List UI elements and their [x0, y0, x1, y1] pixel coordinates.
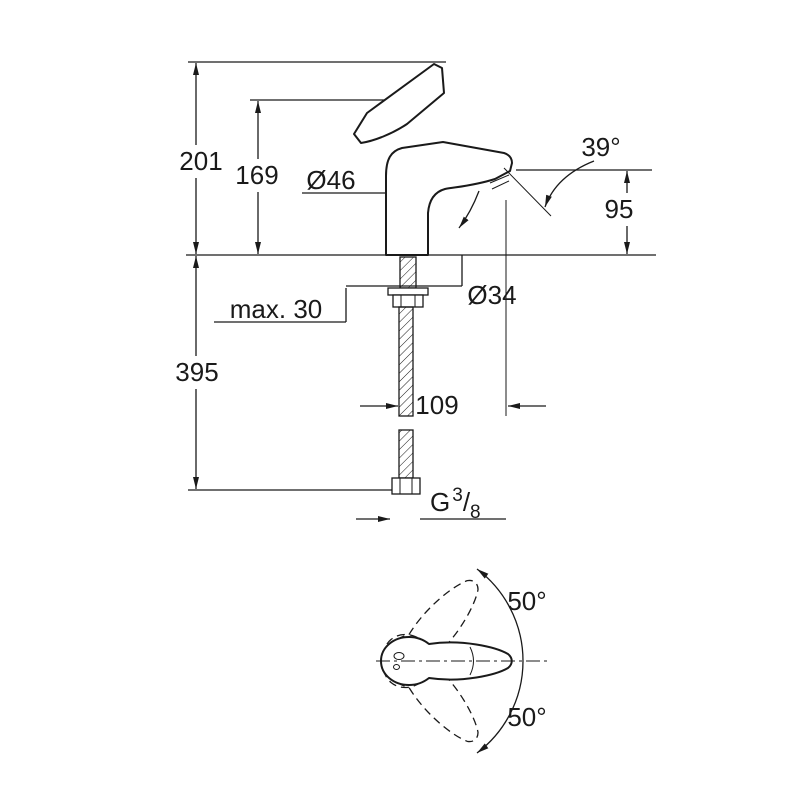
- thread-denominator: 8: [470, 502, 481, 523]
- spout-tilt-arrow: [458, 190, 480, 229]
- dim-label-total-height: 201: [179, 146, 222, 176]
- lever-grip-line: [469, 646, 474, 676]
- dim-label-swivel-down: 50°: [507, 702, 546, 732]
- swivel-arc: [476, 568, 524, 754]
- side-view: 201 169 Ø46 39° 95 max. 30 Ø34 395 109 G…: [172, 61, 656, 523]
- label-mask-395: [172, 356, 222, 389]
- lever-cap-detail-2: [393, 664, 400, 670]
- thread-slash: /: [463, 487, 471, 517]
- dim-label-swivel-up: 50°: [507, 586, 546, 616]
- dim-label-lever-height: 169: [235, 160, 278, 190]
- aerator-line-1: [489, 174, 510, 184]
- dim-label-hose-length: 395: [175, 357, 218, 387]
- washer: [387, 287, 429, 296]
- flex-hose-upper: [398, 306, 414, 417]
- dim-label-spout-height: 95: [605, 194, 634, 224]
- angle-reference-line: [503, 167, 552, 217]
- lever-position-up: [382, 579, 479, 689]
- label-mask-95: [595, 193, 643, 226]
- lever-outline-dashed-up: [382, 579, 479, 689]
- angle-leader-arrow: [544, 160, 595, 208]
- dim-label-hole-diameter: Ø34: [467, 280, 516, 310]
- label-mask-169: [232, 159, 282, 192]
- hose-fitting: [391, 477, 421, 495]
- mounting-nut: [392, 294, 424, 308]
- top-view: 50° 50°: [376, 568, 548, 754]
- dim-label-spout-angle: 39°: [581, 132, 620, 162]
- dim-label-counter-thickness: max. 30: [230, 294, 323, 324]
- label-mask-201: [176, 145, 226, 178]
- dim-label-body-diameter: Ø46: [306, 165, 355, 195]
- faucet-lever-outline: [353, 63, 445, 144]
- faucet-body-spout-outline: [385, 141, 513, 256]
- flex-hose-lower: [398, 429, 414, 479]
- aerator-line-2: [491, 180, 510, 190]
- threaded-shank: [399, 256, 417, 289]
- thread-prefix: G: [430, 487, 450, 517]
- lever-cap-detail-1: [393, 652, 405, 660]
- dim-label-spout-reach: 109: [415, 390, 458, 420]
- thread-numerator: 3: [452, 485, 463, 506]
